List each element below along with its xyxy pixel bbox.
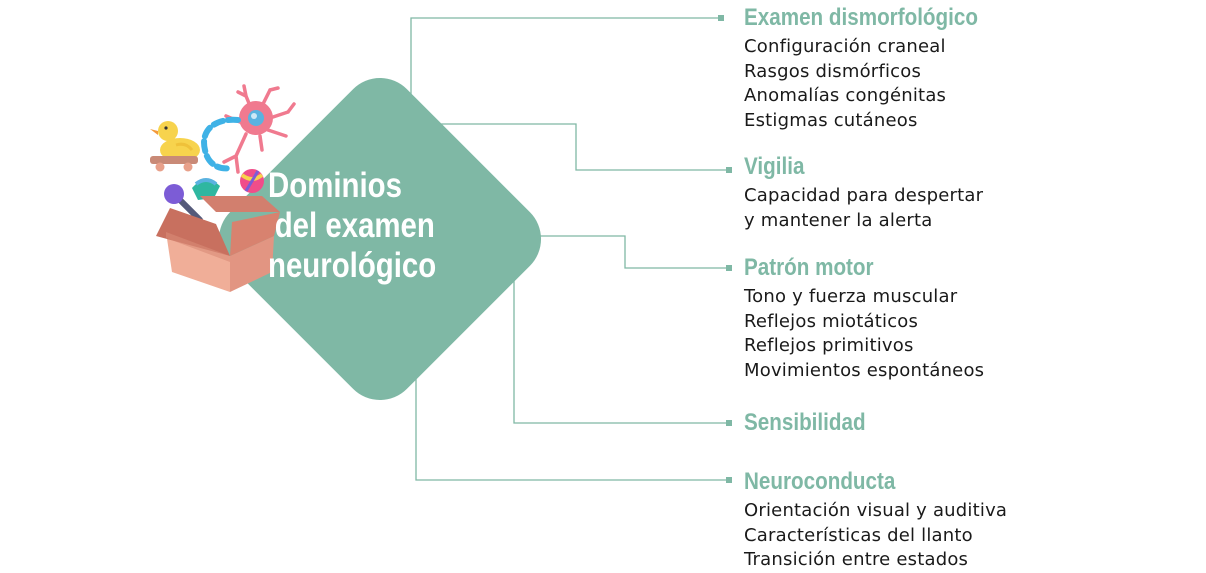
- list-item: Orientación visual y auditiva: [744, 500, 1008, 521]
- list-item: Transición entre estados: [744, 549, 969, 570]
- list-item: Capacidad para despertar: [744, 185, 984, 206]
- center-diamond: [218, 77, 542, 401]
- branch-title: Sensibilidad: [744, 409, 866, 436]
- branch-title: Neuroconducta: [744, 468, 896, 495]
- connector-markers: [718, 15, 732, 483]
- connector-vigilia: [420, 123, 726, 171]
- connector-sensibilidad: [513, 265, 726, 424]
- branch-neuroconducta: Neuroconducta Orientación visual y audit…: [744, 468, 1007, 573]
- list-item: Estigmas cutáneos: [744, 109, 918, 131]
- branch-sensibilidad: Sensibilidad: [744, 409, 885, 437]
- list-item: Reflejos miotáticos: [744, 310, 919, 332]
- center-title-line-1: Dominios: [268, 166, 402, 205]
- connector-patron: [520, 235, 726, 269]
- list-item: Movimientos espontáneos: [744, 359, 985, 381]
- rubber-duck-icon: [150, 121, 200, 162]
- center-title-line-2: del examen: [274, 206, 435, 245]
- list-item: Reflejos primitivos: [744, 335, 914, 356]
- branch-items: Tono y fuerza muscular Reflejos miotátic…: [744, 285, 984, 383]
- connector-lines: [410, 17, 726, 481]
- branch-items: Orientación visual y auditiva Caracterís…: [744, 499, 1007, 573]
- center-title: Dominios del examen neurológico: [268, 166, 444, 286]
- branch-items: Capacidad para despertar y mantener la a…: [744, 184, 983, 233]
- list-item: y mantener la alerta: [744, 209, 933, 231]
- branch-items: Configuración craneal Rasgos dismórficos…: [744, 35, 1016, 133]
- ball-icon: [240, 169, 264, 193]
- branch-title: Examen dismorfológico: [744, 4, 978, 31]
- branch-title: Patrón motor: [744, 254, 874, 281]
- toy-car-icon: [150, 156, 198, 172]
- center-title-line-3: neurológico: [268, 246, 437, 285]
- list-item: Rasgos dismórficos: [744, 60, 922, 82]
- list-item: Características del llanto: [744, 524, 973, 546]
- branch-title: Vigilia: [744, 153, 805, 180]
- branch-vigilia: Vigilia Capacidad para despertar y mante…: [744, 153, 983, 233]
- list-item: Anomalías congénitas: [744, 85, 947, 106]
- connector-examen: [410, 17, 718, 100]
- branch-patron-motor: Patrón motor Tono y fuerza muscular Refl…: [744, 254, 984, 383]
- list-item: Configuración craneal: [744, 36, 946, 57]
- list-item: Tono y fuerza muscular: [744, 286, 958, 307]
- branch-examen-dismorfologico: Examen dismorfológico Configuración cran…: [744, 4, 1016, 133]
- neuron-icon: [201, 84, 296, 174]
- toy-box-icon: [156, 178, 280, 292]
- connector-neuroconducta: [415, 370, 726, 481]
